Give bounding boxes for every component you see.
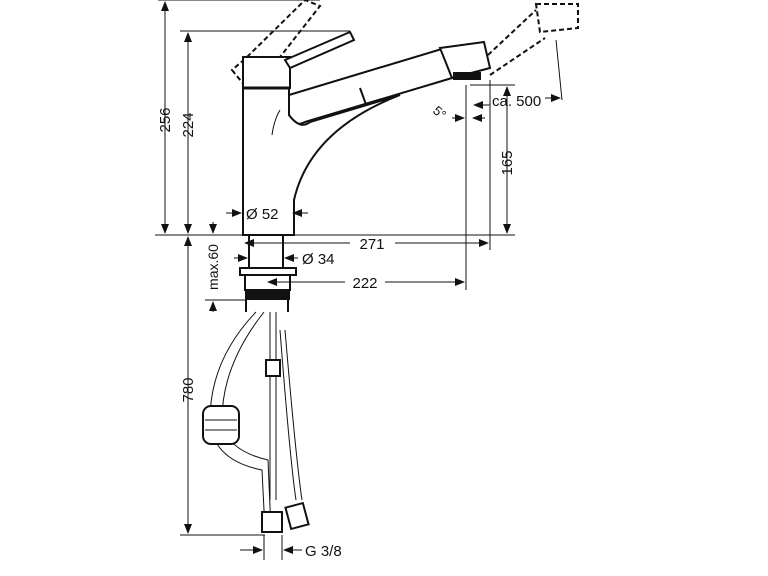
faucet-shank bbox=[239, 234, 297, 312]
dim-224-label: 224 bbox=[180, 112, 197, 137]
dim-165-label: 165 bbox=[499, 150, 516, 175]
dim-271-label: 271 bbox=[359, 236, 384, 253]
dashed-pulled-out-head bbox=[487, 3, 579, 101]
faucet-body bbox=[242, 30, 492, 236]
supply-hoses bbox=[202, 311, 310, 533]
dim-52-label: Ø 52 bbox=[246, 206, 279, 223]
dim-g38-label: G 3/8 bbox=[305, 543, 342, 560]
dim-222-label: 222 bbox=[352, 275, 377, 292]
hose-clip bbox=[202, 405, 240, 445]
extension-lines bbox=[155, 0, 515, 560]
dim-ca500-label: ca. 500 bbox=[492, 93, 541, 110]
dim-256-label: 256 bbox=[157, 107, 174, 132]
dim-5deg-label: 5° bbox=[430, 103, 449, 122]
dim-780-label: 780 bbox=[180, 377, 197, 402]
dimension-lines bbox=[161, 1, 561, 554]
dim-34-label: Ø 34 bbox=[302, 251, 335, 268]
dim-max60-label: max.60 bbox=[205, 244, 221, 290]
